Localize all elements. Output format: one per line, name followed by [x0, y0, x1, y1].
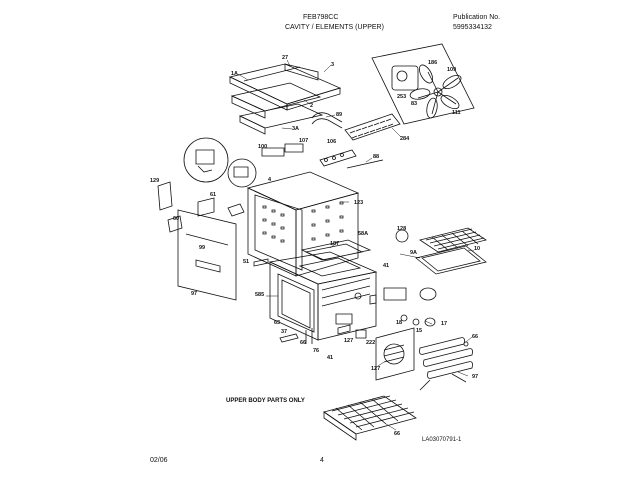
upper-body-note: UPPER BODY PARTS ONLY: [226, 398, 305, 404]
bake-element: [420, 338, 473, 390]
callout-107: 107: [299, 138, 309, 144]
callout-222: 222: [366, 340, 376, 346]
callout-37: 37: [281, 329, 288, 335]
callout-66: 66: [300, 340, 307, 346]
callout-41: 41: [383, 263, 390, 269]
callout-66-rack: 66: [394, 431, 401, 437]
callout-129: 129: [150, 178, 160, 184]
callout-3: 3: [331, 62, 335, 68]
magnified-hinge-inset: [184, 138, 228, 182]
callout-4: 4: [268, 177, 272, 183]
vent-duct: [312, 113, 342, 128]
callout-89: 89: [336, 112, 343, 118]
callout-111: 111: [452, 110, 461, 116]
callout-61: 61: [210, 192, 217, 198]
callout-284: 284: [400, 136, 410, 142]
mounting-strip: [254, 259, 268, 266]
callout-2: 2: [310, 103, 314, 109]
callout-106: 106: [327, 139, 337, 145]
callout-109: 109: [447, 67, 457, 73]
callout-17: 17: [441, 321, 448, 327]
door-gasket: [302, 240, 370, 260]
callout-15: 15: [416, 328, 423, 334]
section-title: CAVITY / ELEMENTS (UPPER): [285, 24, 384, 31]
oven-rack: [324, 396, 416, 440]
callout-leaders: [238, 60, 474, 430]
callout-9A: 9A: [410, 250, 418, 256]
callout-127: 127: [344, 338, 354, 344]
drawing-id: LA03070791-1: [422, 437, 462, 443]
callout-100: 100: [258, 144, 268, 150]
callout-83: 83: [411, 101, 418, 107]
footer-page: 4: [320, 457, 324, 464]
callout-27: 27: [282, 55, 289, 61]
callout-60: 60: [173, 216, 180, 222]
callout-99: 99: [199, 245, 206, 251]
light-assembly: [384, 230, 436, 326]
broil-pan-rack: [416, 228, 486, 274]
callout-97: 97: [191, 291, 198, 297]
callout-66-right: 66: [472, 334, 479, 340]
callout-186: 186: [428, 60, 438, 66]
publication-number: 5995334132: [453, 24, 492, 31]
callout-3A: 3A: [292, 126, 300, 132]
callout-10: 10: [474, 246, 481, 252]
publication-label: Publication No.: [453, 14, 501, 21]
callout-187: 187: [330, 241, 340, 247]
model-number: FEB798CC: [303, 14, 339, 21]
side-panel: [178, 210, 236, 300]
callout-128: 128: [397, 226, 407, 232]
callout-41-lower: 41: [327, 355, 334, 361]
lower-hardware: [280, 293, 376, 344]
callout-18: 18: [396, 320, 403, 326]
callout-1A: 1A: [231, 71, 239, 77]
oven-cavity: [248, 172, 358, 276]
callout-97-right: 97: [472, 374, 479, 380]
left-brackets: [158, 182, 244, 232]
terminal-blocks: [262, 144, 356, 166]
callout-127-right: 127: [371, 366, 381, 372]
callout-585: 585: [255, 292, 265, 298]
convection-fan-inset: [372, 44, 474, 124]
callout-58A: 58A: [358, 231, 369, 237]
callout-123: 123: [354, 200, 364, 206]
callout-51: 51: [243, 259, 250, 265]
support-rod: [347, 160, 383, 168]
top-panel-assembly: [230, 64, 340, 134]
vent-grille: [345, 114, 400, 140]
magnified-sensor-inset: [228, 159, 256, 187]
fan-cover: [376, 328, 414, 380]
callout-63: 63: [274, 320, 281, 326]
footer-date: 02/06: [150, 457, 168, 464]
callout-76: 76: [313, 348, 320, 354]
callout-88: 88: [373, 154, 380, 160]
callout-253: 253: [397, 94, 407, 100]
door-frame: [270, 252, 376, 340]
